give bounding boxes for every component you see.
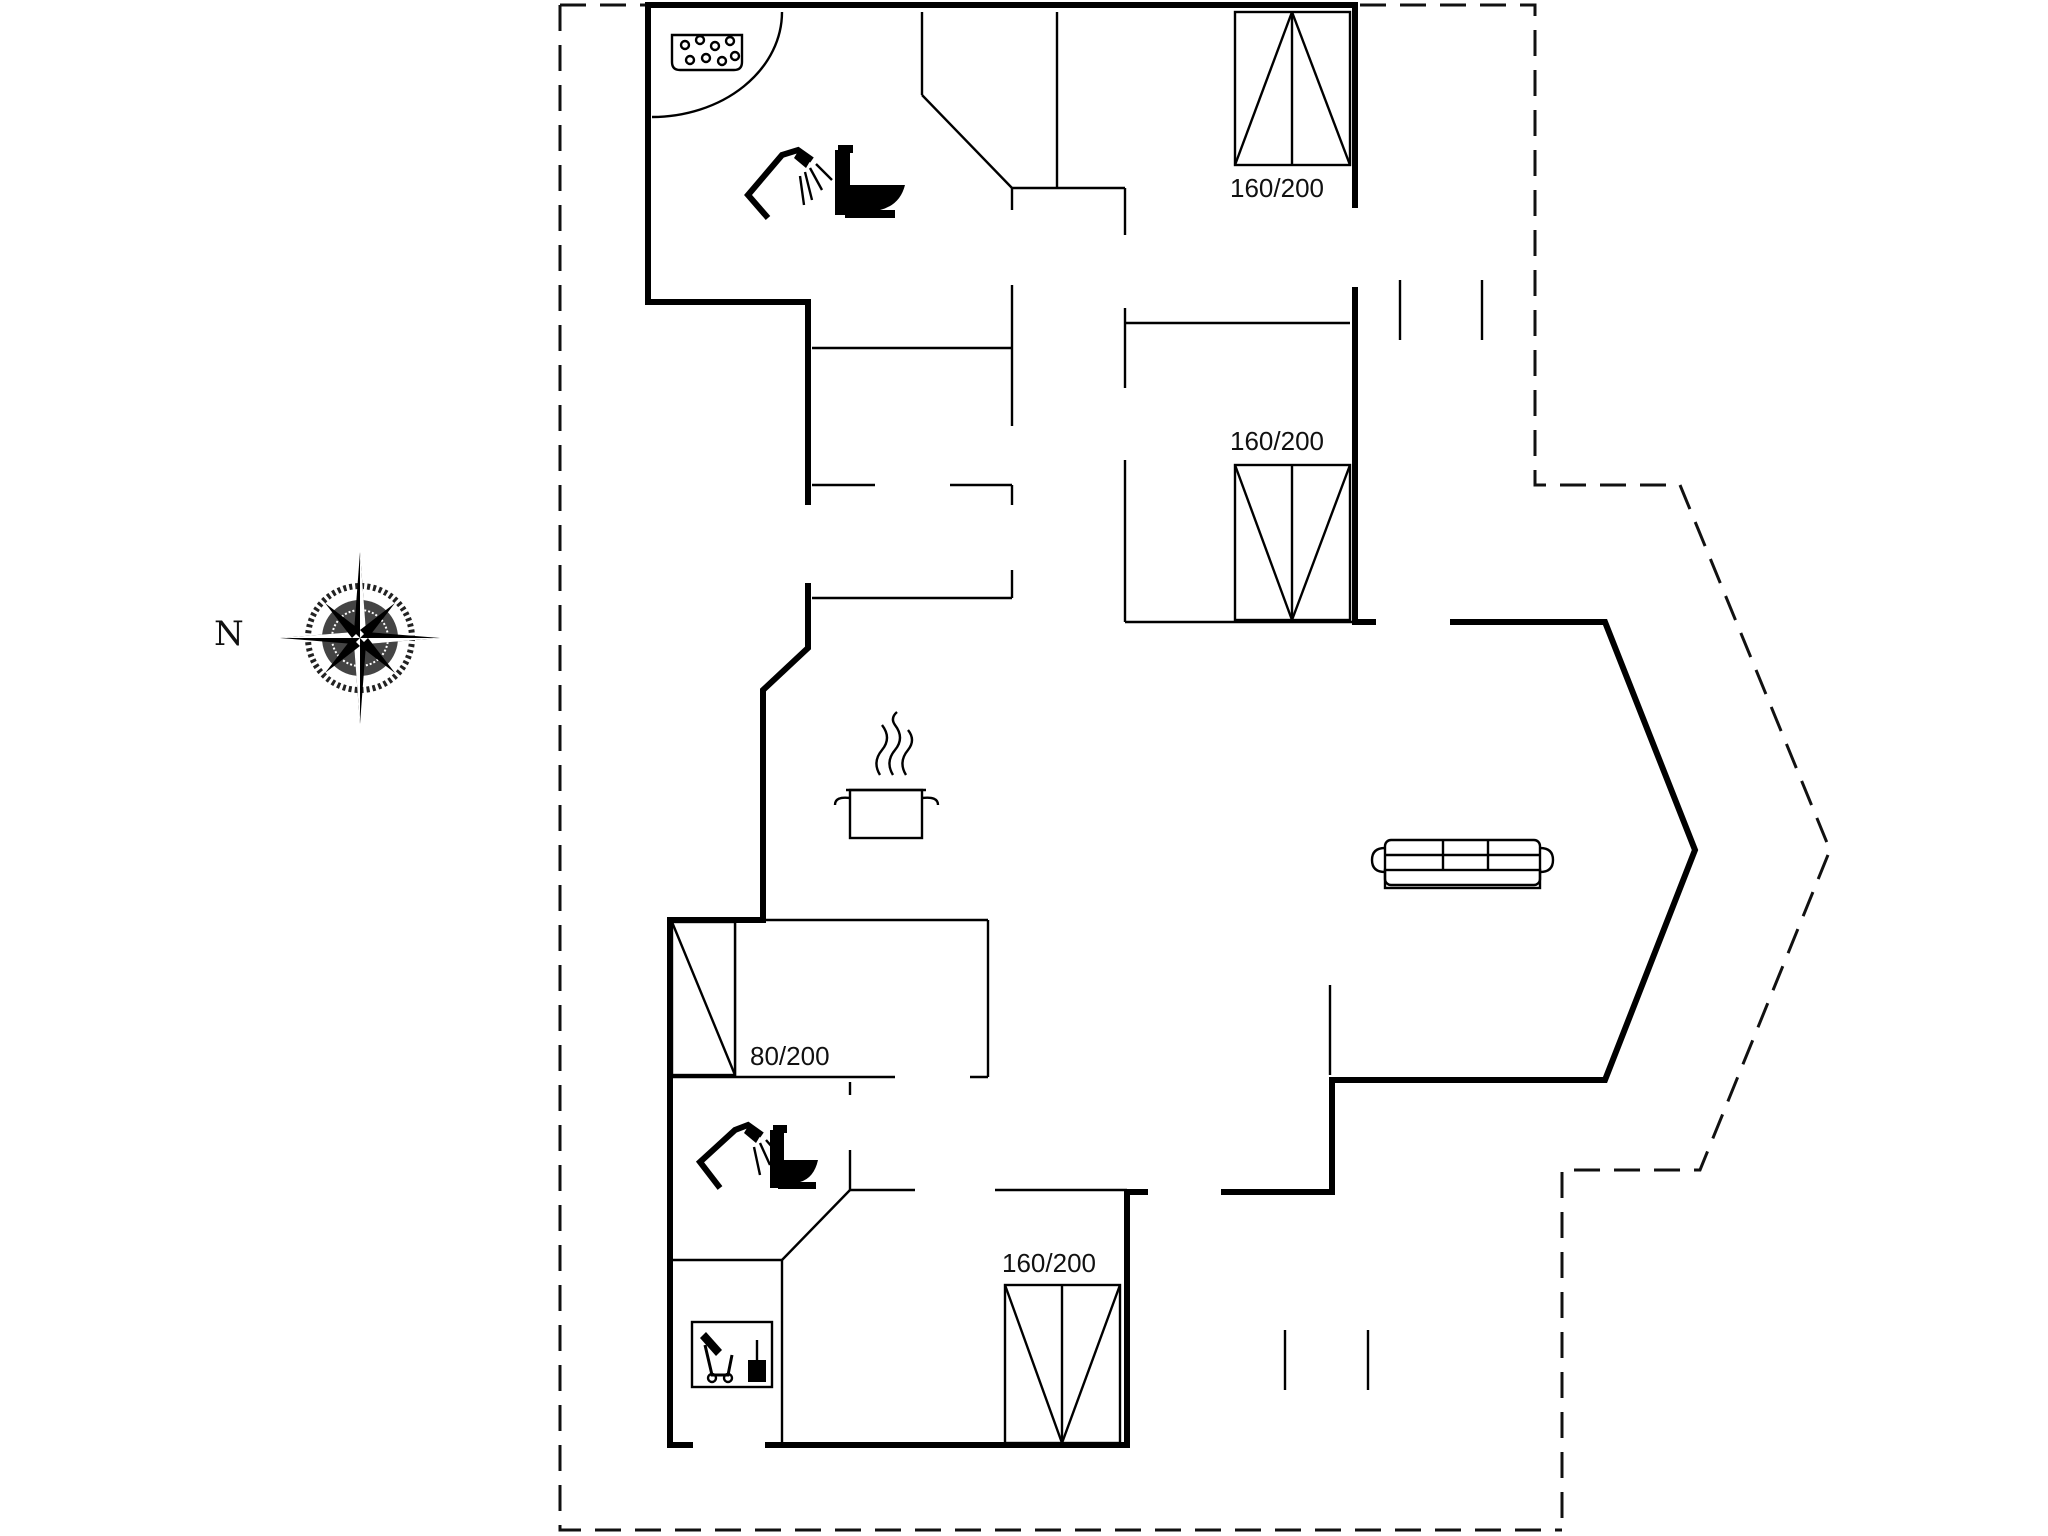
north-label: N bbox=[214, 614, 244, 654]
bed-lower bbox=[1003, 1283, 1122, 1445]
bed-size-label-middle: 160/200 bbox=[1230, 426, 1324, 456]
bed-size-label-single: 80/200 bbox=[750, 1041, 830, 1071]
washing-machine-icon bbox=[690, 1320, 774, 1389]
compass-rose-icon bbox=[280, 552, 440, 724]
interior-walls bbox=[672, 12, 1484, 1443]
bed-upper-right bbox=[1233, 10, 1352, 167]
shower-icon bbox=[744, 146, 833, 220]
toilet-icon bbox=[835, 145, 905, 218]
spa-bath-icon bbox=[670, 33, 744, 72]
sofa-icon bbox=[1370, 838, 1555, 890]
exterior-walls bbox=[645, 2, 1699, 1448]
bed-size-label-upper: 160/200 bbox=[1230, 173, 1324, 203]
spa-corner-arc bbox=[651, 11, 784, 119]
bed-size-label-lower: 160/200 bbox=[1002, 1248, 1096, 1278]
shower-icon-lower bbox=[695, 1121, 781, 1190]
bed-middle-right bbox=[1233, 463, 1352, 622]
toilet-icon-lower bbox=[770, 1125, 818, 1189]
bed-single bbox=[670, 920, 737, 1077]
terrace-outline bbox=[558, 3, 1832, 1532]
cooking-pot-icon bbox=[833, 711, 940, 840]
